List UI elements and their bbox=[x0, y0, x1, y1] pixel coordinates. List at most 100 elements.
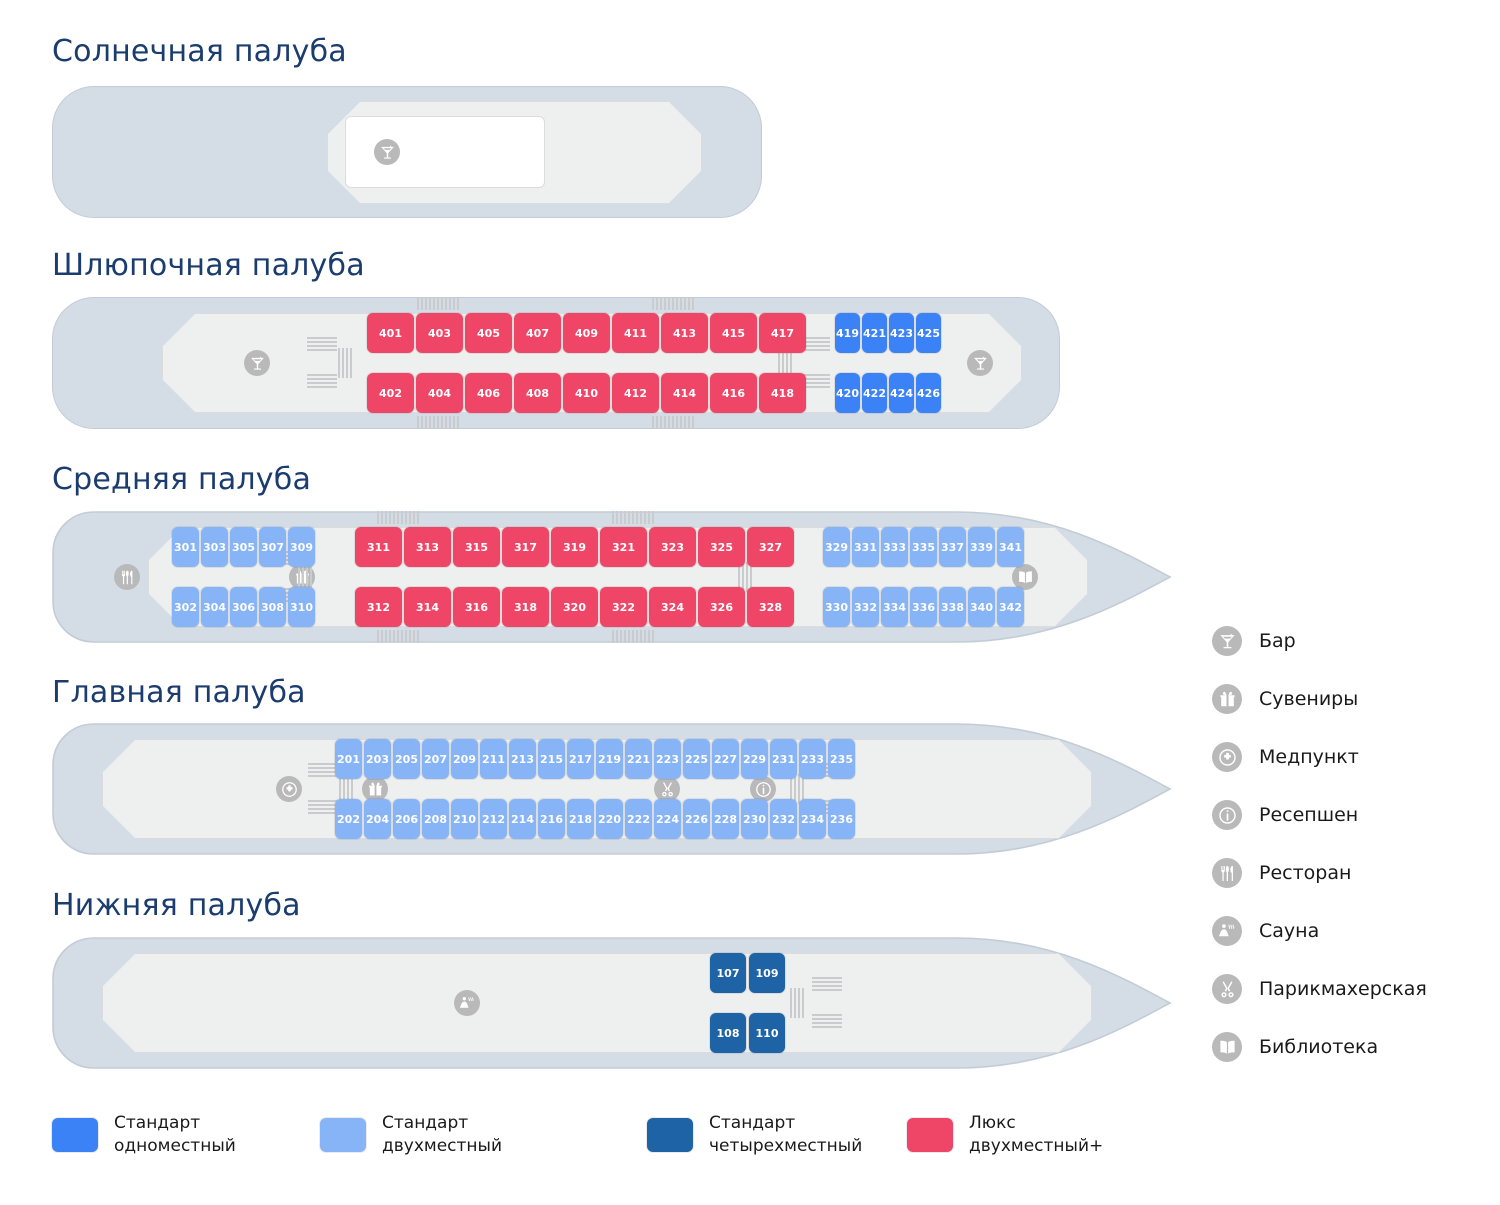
cabin-421[interactable]: 421 bbox=[862, 313, 887, 353]
cabin-233[interactable]: 233 bbox=[799, 739, 826, 779]
cabin-424[interactable]: 424 bbox=[889, 373, 914, 413]
cabin-334[interactable]: 334 bbox=[881, 587, 908, 627]
cabin-223[interactable]: 223 bbox=[654, 739, 681, 779]
cabin-307[interactable]: 307 bbox=[259, 527, 286, 567]
cabin-405[interactable]: 405 bbox=[465, 313, 512, 353]
cabin-406[interactable]: 406 bbox=[465, 373, 512, 413]
cabin-332[interactable]: 332 bbox=[852, 587, 879, 627]
cabin-335[interactable]: 335 bbox=[910, 527, 937, 567]
cabin-110[interactable]: 110 bbox=[749, 1013, 785, 1053]
cabin-314[interactable]: 314 bbox=[404, 587, 451, 627]
bar-icon[interactable] bbox=[967, 350, 993, 376]
sauna-icon[interactable] bbox=[454, 990, 480, 1016]
cabin-403[interactable]: 403 bbox=[416, 313, 463, 353]
cabin-411[interactable]: 411 bbox=[612, 313, 659, 353]
cabin-109[interactable]: 109 bbox=[749, 953, 785, 993]
cabin-204[interactable]: 204 bbox=[364, 799, 391, 839]
cabin-320[interactable]: 320 bbox=[551, 587, 598, 627]
cabin-401[interactable]: 401 bbox=[367, 313, 414, 353]
cabin-231[interactable]: 231 bbox=[770, 739, 797, 779]
cabin-313[interactable]: 313 bbox=[404, 527, 451, 567]
cabin-306[interactable]: 306 bbox=[230, 587, 257, 627]
cabin-303[interactable]: 303 bbox=[201, 527, 228, 567]
restaurant-icon[interactable] bbox=[114, 564, 140, 590]
bar-icon[interactable] bbox=[374, 139, 400, 165]
cabin-408[interactable]: 408 bbox=[514, 373, 561, 413]
cabin-418[interactable]: 418 bbox=[759, 373, 806, 413]
cabin-202[interactable]: 202 bbox=[335, 799, 362, 839]
cabin-209[interactable]: 209 bbox=[451, 739, 478, 779]
cabin-415[interactable]: 415 bbox=[710, 313, 757, 353]
cabin-317[interactable]: 317 bbox=[502, 527, 549, 567]
cabin-228[interactable]: 228 bbox=[712, 799, 739, 839]
cabin-221[interactable]: 221 bbox=[625, 739, 652, 779]
cabin-417[interactable]: 417 bbox=[759, 313, 806, 353]
cabin-331[interactable]: 331 bbox=[852, 527, 879, 567]
cabin-341[interactable]: 341 bbox=[997, 527, 1024, 567]
cabin-215[interactable]: 215 bbox=[538, 739, 565, 779]
cabin-422[interactable]: 422 bbox=[862, 373, 887, 413]
reception-icon[interactable] bbox=[750, 776, 776, 802]
cabin-342[interactable]: 342 bbox=[997, 587, 1024, 627]
cabin-219[interactable]: 219 bbox=[596, 739, 623, 779]
cabin-224[interactable]: 224 bbox=[654, 799, 681, 839]
cabin-218[interactable]: 218 bbox=[567, 799, 594, 839]
cabin-205[interactable]: 205 bbox=[393, 739, 420, 779]
cabin-414[interactable]: 414 bbox=[661, 373, 708, 413]
cabin-326[interactable]: 326 bbox=[698, 587, 745, 627]
cabin-211[interactable]: 211 bbox=[480, 739, 507, 779]
cabin-214[interactable]: 214 bbox=[509, 799, 536, 839]
cabin-402[interactable]: 402 bbox=[367, 373, 414, 413]
cabin-328[interactable]: 328 bbox=[747, 587, 794, 627]
cabin-316[interactable]: 316 bbox=[453, 587, 500, 627]
cabin-235[interactable]: 235 bbox=[828, 739, 855, 779]
cabin-312[interactable]: 312 bbox=[355, 587, 402, 627]
cabin-420[interactable]: 420 bbox=[835, 373, 860, 413]
cabin-318[interactable]: 318 bbox=[502, 587, 549, 627]
cabin-323[interactable]: 323 bbox=[649, 527, 696, 567]
cabin-419[interactable]: 419 bbox=[835, 313, 860, 353]
cabin-337[interactable]: 337 bbox=[939, 527, 966, 567]
cabin-330[interactable]: 330 bbox=[823, 587, 850, 627]
cabin-305[interactable]: 305 bbox=[230, 527, 257, 567]
cabin-107[interactable]: 107 bbox=[710, 953, 746, 993]
cabin-301[interactable]: 301 bbox=[172, 527, 199, 567]
cabin-426[interactable]: 426 bbox=[916, 373, 941, 413]
cabin-304[interactable]: 304 bbox=[201, 587, 228, 627]
cabin-404[interactable]: 404 bbox=[416, 373, 463, 413]
cabin-220[interactable]: 220 bbox=[596, 799, 623, 839]
cabin-329[interactable]: 329 bbox=[823, 527, 850, 567]
cabin-236[interactable]: 236 bbox=[828, 799, 855, 839]
cabin-207[interactable]: 207 bbox=[422, 739, 449, 779]
cabin-410[interactable]: 410 bbox=[563, 373, 610, 413]
hairdresser-icon[interactable] bbox=[654, 776, 680, 802]
cabin-339[interactable]: 339 bbox=[968, 527, 995, 567]
gift-icon[interactable] bbox=[362, 776, 388, 802]
cabin-409[interactable]: 409 bbox=[563, 313, 610, 353]
cabin-423[interactable]: 423 bbox=[889, 313, 914, 353]
medical-icon[interactable] bbox=[276, 776, 302, 802]
cabin-302[interactable]: 302 bbox=[172, 587, 199, 627]
cabin-212[interactable]: 212 bbox=[480, 799, 507, 839]
cabin-227[interactable]: 227 bbox=[712, 739, 739, 779]
cabin-225[interactable]: 225 bbox=[683, 739, 710, 779]
cabin-315[interactable]: 315 bbox=[453, 527, 500, 567]
library-icon[interactable] bbox=[1012, 564, 1038, 590]
cabin-311[interactable]: 311 bbox=[355, 527, 402, 567]
cabin-230[interactable]: 230 bbox=[741, 799, 768, 839]
cabin-413[interactable]: 413 bbox=[661, 313, 708, 353]
cabin-222[interactable]: 222 bbox=[625, 799, 652, 839]
cabin-203[interactable]: 203 bbox=[364, 739, 391, 779]
cabin-327[interactable]: 327 bbox=[747, 527, 794, 567]
cabin-229[interactable]: 229 bbox=[741, 739, 768, 779]
cabin-232[interactable]: 232 bbox=[770, 799, 797, 839]
cabin-333[interactable]: 333 bbox=[881, 527, 908, 567]
cabin-412[interactable]: 412 bbox=[612, 373, 659, 413]
cabin-322[interactable]: 322 bbox=[600, 587, 647, 627]
cabin-213[interactable]: 213 bbox=[509, 739, 536, 779]
cabin-324[interactable]: 324 bbox=[649, 587, 696, 627]
cabin-416[interactable]: 416 bbox=[710, 373, 757, 413]
cabin-226[interactable]: 226 bbox=[683, 799, 710, 839]
cabin-308[interactable]: 308 bbox=[259, 587, 286, 627]
cabin-206[interactable]: 206 bbox=[393, 799, 420, 839]
